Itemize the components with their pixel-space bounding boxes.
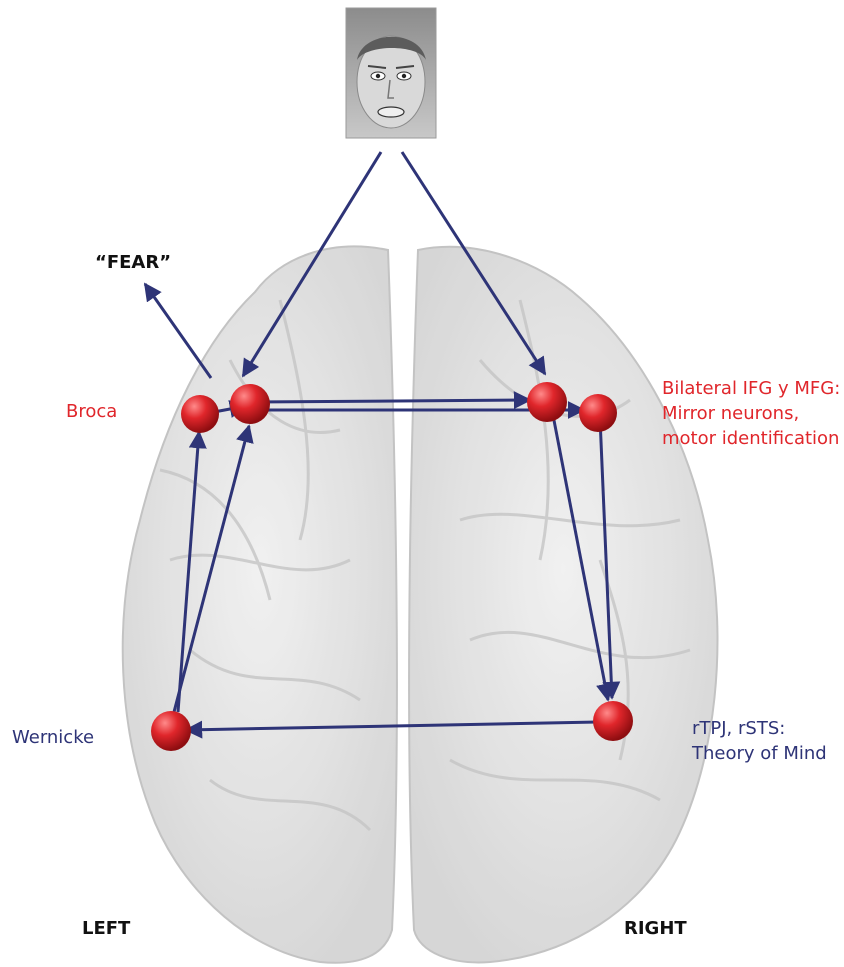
fear-label: “FEAR”	[95, 252, 171, 274]
rtpj-label-line2: Theory of Mind	[692, 743, 827, 765]
ifg-label-line1: Bilateral IFG y MFG:	[662, 378, 840, 400]
brain-right-hemisphere	[409, 247, 717, 963]
arrow-broca-to-fear	[145, 284, 211, 378]
node-broca	[181, 395, 219, 433]
arrow-left-ifg-to-right-ifg	[252, 400, 530, 402]
node-rtpj	[593, 701, 633, 741]
ifg-label-line3: motor identification	[662, 428, 839, 450]
ifg-label-line2: Mirror neurons,	[662, 403, 799, 425]
right-side-label: RIGHT	[624, 918, 687, 940]
rtpj-label-line1: rTPJ, rSTS:	[692, 718, 785, 740]
brain-left-hemisphere	[123, 246, 397, 962]
left-side-label: LEFT	[82, 918, 130, 940]
node-right-mfg	[579, 394, 617, 432]
node-left-ifg	[230, 384, 270, 424]
node-wernicke	[151, 711, 191, 751]
broca-label: Broca	[66, 401, 117, 423]
node-right-ifg	[527, 382, 567, 422]
fearful-face-photo	[346, 8, 436, 138]
wernicke-label: Wernicke	[12, 727, 94, 749]
